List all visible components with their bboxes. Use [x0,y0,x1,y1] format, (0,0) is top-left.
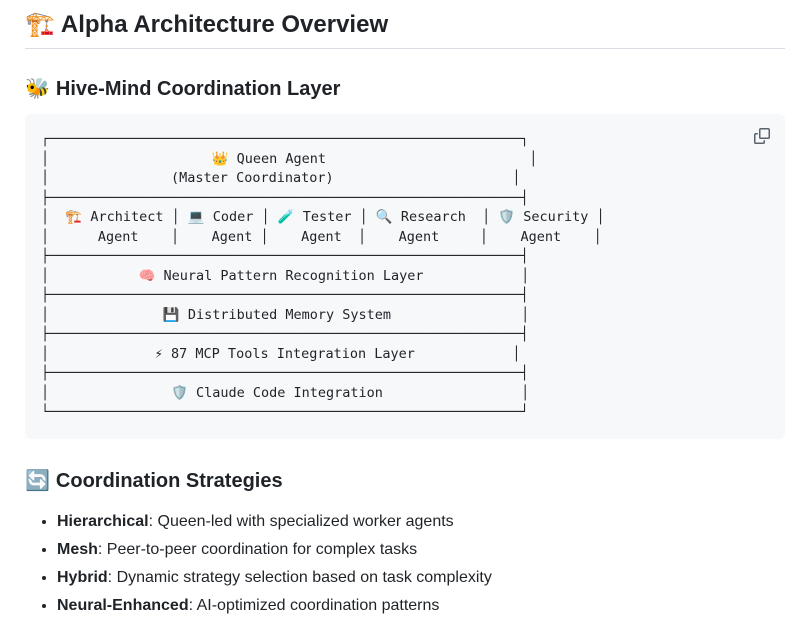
strategy-term: Mesh [57,540,98,558]
hive-mind-heading-text: Hive-Mind Coordination Layer [55,78,341,100]
copy-icon [754,128,770,144]
copy-code-button[interactable] [748,122,776,150]
ascii-architecture-diagram: ┌───────────────────────────────────────… [41,131,605,420]
code-block: ┌───────────────────────────────────────… [25,114,785,439]
strategies-heading-text: Coordination Strategies [55,469,283,492]
strategy-term: Neural-Enhanced [57,596,189,614]
strategy-term: Hybrid [57,568,108,586]
strategies-list: Hierarchical: Queen-led with specialized… [25,510,785,618]
hive-mind-heading: 🐝Hive-Mind Coordination Layer [25,77,785,102]
strategy-desc: : AI-optimized coordination patterns [188,596,440,614]
page-title-text: Alpha Architecture Overview [60,11,389,38]
strategy-desc: : Queen-led with specialized worker agen… [148,512,454,530]
strategy-desc: : Peer-to-peer coordination for complex … [97,540,418,558]
construction-crane-emoji-icon: 🏗️ [25,11,55,38]
list-item: Neural-Enhanced: AI-optimized coordinati… [57,594,785,618]
strategies-heading: 🔄Coordination Strategies [25,469,785,494]
arrows-cycle-emoji-icon: 🔄 [25,469,50,492]
list-item: Mesh: Peer-to-peer coordination for comp… [57,538,785,562]
page-title: 🏗️Alpha Architecture Overview [25,10,785,49]
honeybee-emoji-icon: 🐝 [25,78,50,100]
strategy-desc: : Dynamic strategy selection based on ta… [107,568,492,586]
list-item: Hierarchical: Queen-led with specialized… [57,510,785,534]
list-item: Hybrid: Dynamic strategy selection based… [57,566,785,590]
strategy-term: Hierarchical [57,512,149,530]
